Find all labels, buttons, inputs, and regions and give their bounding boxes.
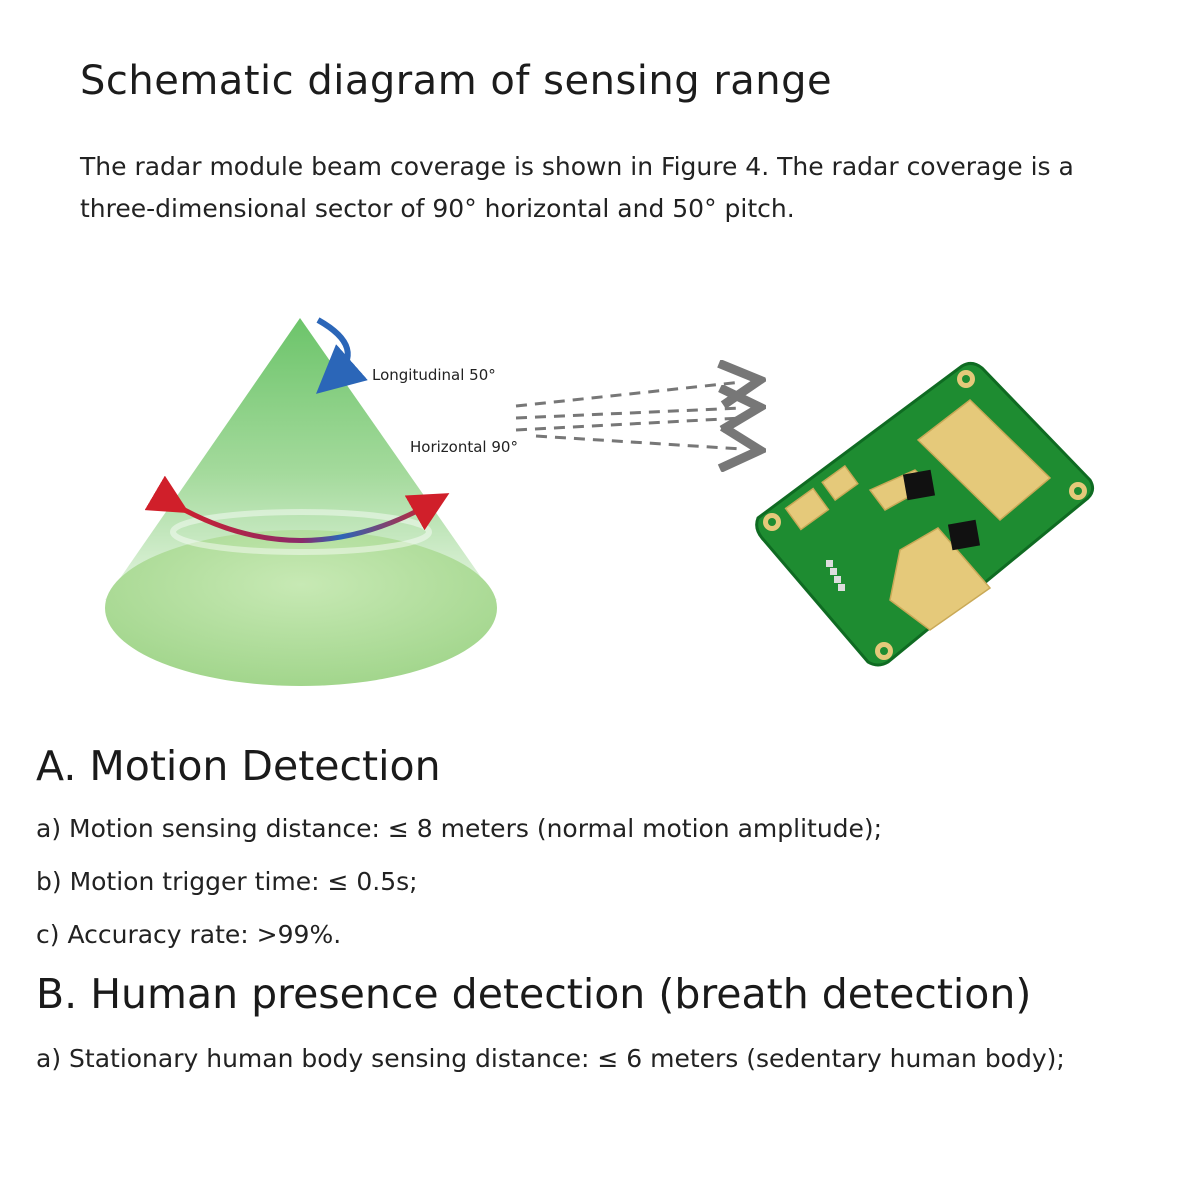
sensing-range-figure: Longitudinal 50° Horizontal 90° xyxy=(0,300,1200,720)
horizontal-label: Horizontal 90° xyxy=(410,438,518,456)
antenna-patch-upper xyxy=(916,399,1052,522)
intro-paragraph: The radar module beam coverage is shown … xyxy=(80,152,1074,223)
antenna-patch-left xyxy=(784,487,830,531)
page-title: Schematic diagram of sensing range xyxy=(80,58,833,104)
radar-chip-1 xyxy=(902,469,936,501)
beam-arrow-top xyxy=(515,382,742,406)
cone-base xyxy=(105,530,497,686)
radar-chip-2 xyxy=(947,519,981,551)
motion-item-b: b) Motion trigger time: ≤ 0.5s; xyxy=(36,867,418,896)
header-pins xyxy=(826,560,845,591)
antenna-patch-left-2 xyxy=(821,464,859,502)
motion-item-a: a) Motion sensing distance: ≤ 8 meters (… xyxy=(36,814,883,843)
horizontal-arc-arrow-icon xyxy=(144,475,450,543)
beam-arrow-bottom xyxy=(535,436,742,449)
sensing-range-diagram: Longitudinal 50° Horizontal 90° xyxy=(105,317,1095,686)
longitudinal-label: Longitudinal 50° xyxy=(372,366,496,384)
beam-arrow-middle xyxy=(515,408,742,418)
antenna-patch-lower xyxy=(889,527,992,631)
motion-item-c: c) Accuracy rate: >99%. xyxy=(36,920,342,949)
presence-item-a: a) Stationary human body sensing distanc… xyxy=(36,1044,1065,1073)
section-heading-motion: A. Motion Detection xyxy=(36,742,441,790)
section-heading-presence: B. Human presence detection (breath dete… xyxy=(36,970,1032,1018)
longitudinal-rotation-arrow-icon xyxy=(316,317,368,394)
radar-module-pcb xyxy=(755,361,1095,667)
beam-arrows xyxy=(515,382,743,449)
beam-arrow-middle-2 xyxy=(515,416,743,432)
